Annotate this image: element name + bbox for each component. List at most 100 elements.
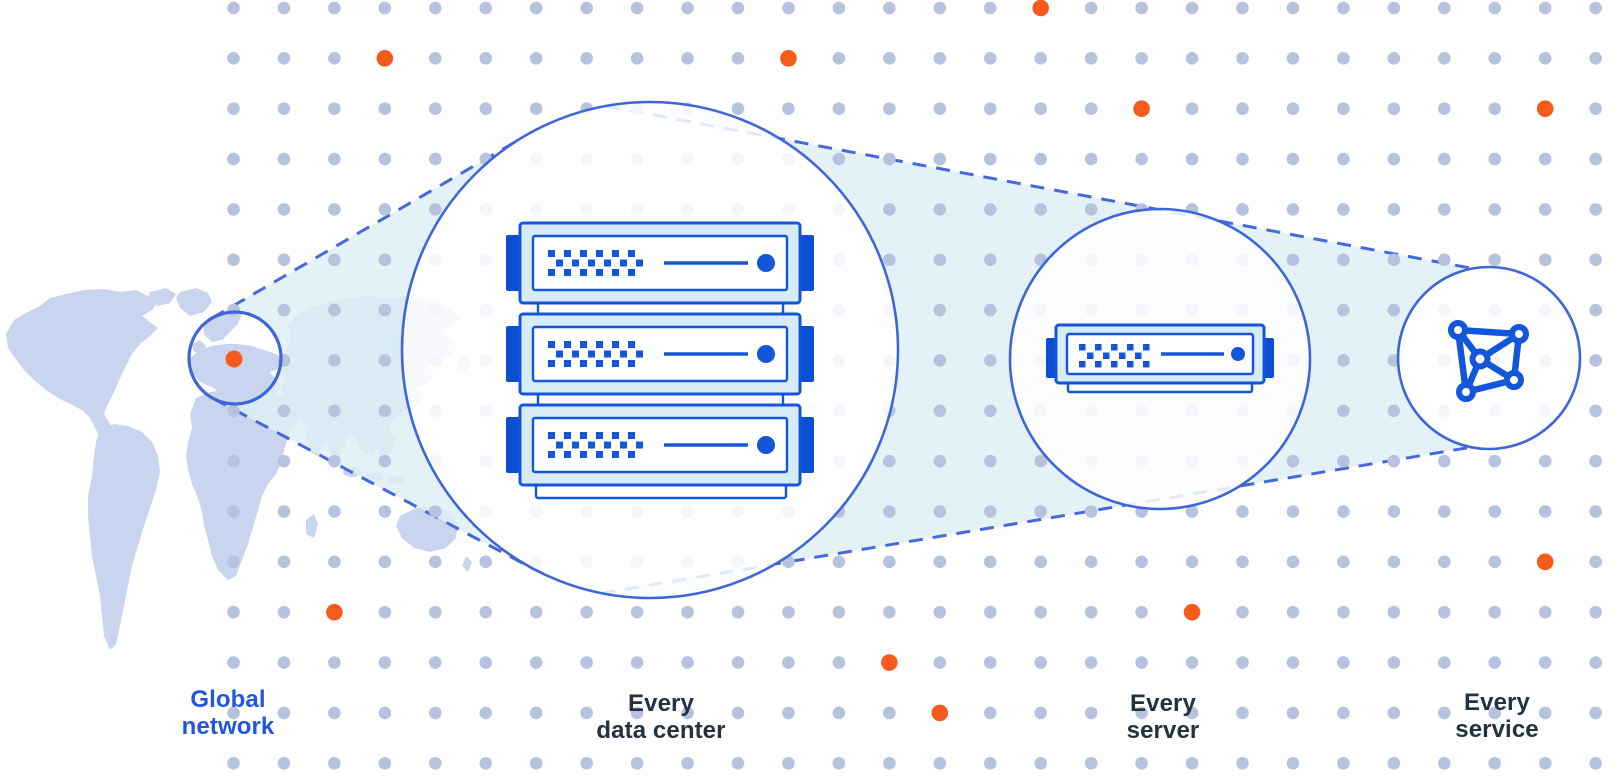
grid-dot bbox=[731, 52, 745, 65]
grid-dot bbox=[1084, 706, 1098, 720]
accent-dot bbox=[1536, 553, 1554, 571]
grid-dot bbox=[1236, 756, 1249, 770]
grid-dot bbox=[580, 756, 593, 770]
grid-dot bbox=[731, 756, 745, 770]
grid-dot bbox=[1387, 203, 1401, 216]
grid-dot bbox=[1236, 656, 1249, 669]
grid-dot bbox=[1488, 52, 1502, 65]
grid-dot bbox=[529, 52, 543, 65]
mesh-node bbox=[1456, 382, 1476, 402]
grid-dot bbox=[479, 706, 493, 720]
server-unit bbox=[506, 403, 814, 487]
grid-dot bbox=[1488, 505, 1502, 518]
grid-dot bbox=[883, 505, 896, 518]
grid-dot bbox=[1337, 605, 1350, 619]
grid-dot bbox=[1589, 505, 1602, 518]
grid-dot bbox=[933, 656, 947, 669]
grid-dot bbox=[1236, 102, 1249, 115]
grid-dot bbox=[1084, 152, 1098, 166]
server-rack-icon bbox=[506, 221, 814, 500]
grid-dot bbox=[832, 152, 846, 166]
grid-dot bbox=[1286, 102, 1300, 115]
grid-dot bbox=[1135, 656, 1148, 669]
grid-dot bbox=[832, 102, 846, 115]
grid-dot bbox=[1286, 253, 1300, 267]
grid-dot bbox=[227, 253, 240, 267]
grid-dot bbox=[1034, 505, 1047, 518]
grid-dot bbox=[277, 102, 291, 115]
grid-dot bbox=[1034, 706, 1047, 720]
grid-dot bbox=[1387, 605, 1401, 619]
grid-dot bbox=[1337, 555, 1350, 569]
grid-dot bbox=[1185, 505, 1199, 518]
grid-dot bbox=[1034, 454, 1047, 468]
grid-dot bbox=[1236, 706, 1249, 720]
accent-dot bbox=[881, 654, 898, 671]
grid-dot bbox=[378, 505, 392, 518]
grid-dot bbox=[378, 253, 392, 267]
grid-dot bbox=[933, 454, 947, 468]
grid-dot bbox=[630, 52, 644, 65]
grid-dot bbox=[1236, 52, 1249, 65]
grid-dot bbox=[1387, 303, 1401, 317]
grid-dot bbox=[1084, 555, 1098, 569]
grid-dot bbox=[983, 253, 997, 267]
grid-dot bbox=[1438, 102, 1451, 115]
grid-dot bbox=[1034, 605, 1047, 619]
grid-dot bbox=[1185, 52, 1199, 65]
grid-dot bbox=[277, 1, 291, 15]
dashed-zoom-line bbox=[211, 134, 526, 320]
grid-dot bbox=[328, 454, 341, 468]
landmass-greenland bbox=[176, 288, 212, 316]
landmass-south-america bbox=[88, 424, 160, 650]
grid-dot bbox=[832, 52, 846, 65]
grid-dot bbox=[1034, 756, 1047, 770]
grid-dot bbox=[378, 404, 392, 418]
accent-dot bbox=[1183, 603, 1201, 621]
accent-dot bbox=[376, 50, 394, 67]
grid-dot bbox=[1387, 52, 1401, 65]
grid-dot bbox=[429, 152, 442, 166]
grid-dot bbox=[1286, 454, 1300, 468]
grid-dot bbox=[429, 756, 442, 770]
grid-dot bbox=[933, 555, 947, 569]
grid-dot bbox=[983, 152, 997, 166]
grid-dot bbox=[1135, 555, 1148, 569]
grid-dot bbox=[1438, 52, 1451, 65]
grid-dot bbox=[883, 454, 896, 468]
grid-dot bbox=[1438, 505, 1451, 518]
grid-dot bbox=[883, 605, 896, 619]
grid-dot bbox=[1337, 152, 1350, 166]
zoom-cone-map-to-datacenter bbox=[211, 136, 534, 569]
grid-dot bbox=[1538, 152, 1552, 166]
grid-dot bbox=[1488, 656, 1502, 669]
grid-dot bbox=[580, 1, 593, 15]
accent-dot bbox=[780, 50, 797, 67]
grid-dot bbox=[277, 404, 291, 418]
grid-dot bbox=[1034, 52, 1047, 65]
grid-dot bbox=[1135, 706, 1148, 720]
grid-dot bbox=[227, 706, 240, 720]
grid-dot bbox=[1488, 555, 1502, 569]
grid-dot bbox=[1084, 102, 1098, 115]
grid-dot bbox=[479, 605, 493, 619]
grid-dot bbox=[1488, 454, 1502, 468]
grid-dot bbox=[1286, 152, 1300, 166]
server-icon bbox=[1046, 323, 1274, 394]
grid-dot bbox=[1589, 354, 1602, 367]
grid-dot bbox=[883, 253, 896, 267]
grid-dot bbox=[1337, 52, 1350, 65]
grid-dot bbox=[1337, 505, 1350, 518]
grid-dot bbox=[429, 555, 442, 569]
grid-dot bbox=[378, 656, 392, 669]
grid-dot bbox=[1387, 555, 1401, 569]
grid-dot bbox=[429, 706, 442, 720]
grid-dot bbox=[1185, 656, 1199, 669]
accent-dot bbox=[1536, 100, 1554, 117]
grid-dot bbox=[933, 102, 947, 115]
grid-dot bbox=[933, 1, 947, 15]
grid-dot bbox=[227, 555, 240, 569]
grid-dot bbox=[1337, 706, 1350, 720]
grid-dot bbox=[227, 203, 240, 216]
